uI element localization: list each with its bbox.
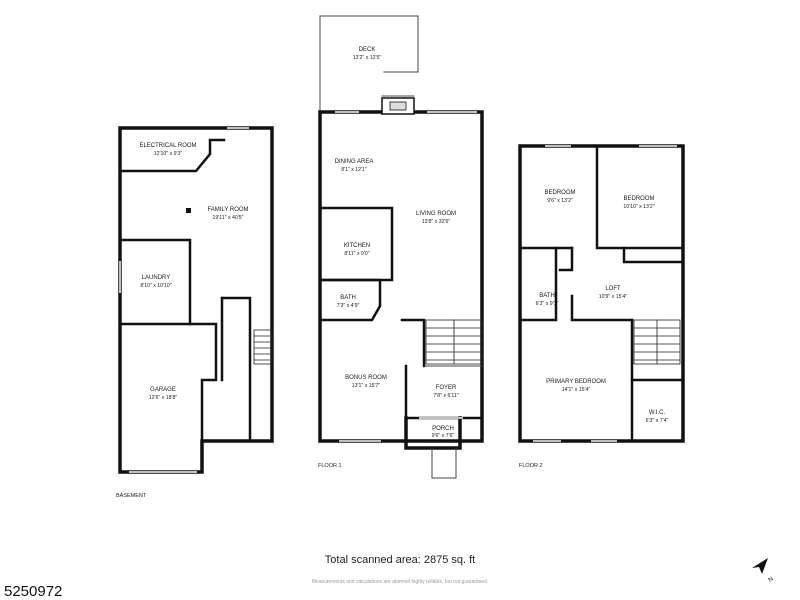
floor-2-walls xyxy=(518,144,685,443)
svg-text:N: N xyxy=(768,576,775,583)
floor-label-basement: BASEMENT xyxy=(116,493,147,499)
room-name-bath-2: BATH xyxy=(539,293,555,299)
basement-interior-walls xyxy=(118,138,252,443)
disclaimer-text: Measurements and calculations are deemed… xyxy=(311,579,489,585)
room-name-bath-1: BATH xyxy=(340,295,356,301)
room-name-kitchen: KITCHEN xyxy=(344,243,370,249)
room-dims-bedroom-a: 9'6" x 13'2" xyxy=(547,198,573,204)
room-dims-electrical-room: 12'10" x 9'3" xyxy=(154,151,183,157)
total-area-label: Total scanned area: 2875 sq. ft xyxy=(324,554,476,566)
room-name-laundry: LAUNDRY xyxy=(142,275,171,281)
listing-id: 5250972 xyxy=(4,583,63,600)
floor-1-interior-walls xyxy=(318,206,484,420)
room-name-electrical-room: ELECTRICAL ROOM xyxy=(139,143,196,149)
basement-windows xyxy=(119,127,249,473)
room-dims-deck: 13'2" x 12'5" xyxy=(353,55,382,61)
room-dims-bath-1: 7'3" x 4'9" xyxy=(337,303,360,309)
floor-2-interior-walls xyxy=(518,144,685,443)
room-name-bedroom-a: BEDROOM xyxy=(544,190,575,196)
room-dims-bonus-room: 13'1" x 15'7" xyxy=(352,383,381,389)
floor-label-floor-1: FLOOR 1 xyxy=(318,463,342,469)
room-dims-porch: 9'6" x 7'6" xyxy=(432,433,455,439)
floor-2-stairs xyxy=(633,319,681,365)
room-dims-laundry: 8'10" x 10'10" xyxy=(140,283,171,289)
room-dims-wic: 6'3" x 7'4" xyxy=(646,418,669,424)
room-dims-foyer: 7'8" x 6'11" xyxy=(433,393,458,399)
floor-label-floor-2: FLOOR 2 xyxy=(519,463,543,469)
room-name-foyer: FOYER xyxy=(436,385,457,391)
deck-outline xyxy=(319,15,419,113)
room-name-deck: DECK xyxy=(359,47,376,53)
north-arrow-icon: N xyxy=(752,558,775,584)
room-name-loft: LOFT xyxy=(605,286,621,292)
room-dims-family-room: 19'11" x 40'5" xyxy=(213,215,244,221)
fireplace-icon xyxy=(381,97,415,115)
room-name-bonus-room: BONUS ROOM xyxy=(345,375,387,381)
room-name-porch: PORCH xyxy=(432,426,454,432)
room-dims-bath-2: 6'3" x 9'1" xyxy=(536,301,559,307)
basement-stairs xyxy=(253,329,273,365)
floor-1-thin xyxy=(381,95,483,479)
room-dims-dining-area: 8'1" x 12'1" xyxy=(341,167,367,173)
room-name-dining-area: DINING AREA xyxy=(335,159,374,165)
room-name-family-room: FAMILY ROOM xyxy=(207,207,248,213)
room-dims-bedroom-b: 10'10" x 13'2" xyxy=(623,204,654,210)
room-dims-kitchen: 8'11" x 9'0" xyxy=(344,251,369,257)
room-name-wic: W.I.C. xyxy=(649,410,666,416)
room-name-garage: GARAGE xyxy=(150,387,176,393)
room-name-living-room: LIVING ROOM xyxy=(416,211,456,217)
column xyxy=(186,208,191,213)
room-name-primary-bedroom: PRIMARY BEDROOM xyxy=(546,379,606,385)
room-name-bedroom-b: BEDROOM xyxy=(623,196,654,202)
room-dims-living-room: 13'8" x 32'6" xyxy=(422,219,451,225)
room-dims-primary-bedroom: 14'1" x 15'4" xyxy=(562,387,591,393)
floor-1-stairs xyxy=(425,319,483,365)
floor-2-windows xyxy=(533,145,677,442)
floor-1-windows xyxy=(335,111,477,442)
room-dims-loft: 10'9" x 15'4" xyxy=(599,294,628,300)
room-dims-garage: 12'6" x 18'8" xyxy=(149,395,178,401)
